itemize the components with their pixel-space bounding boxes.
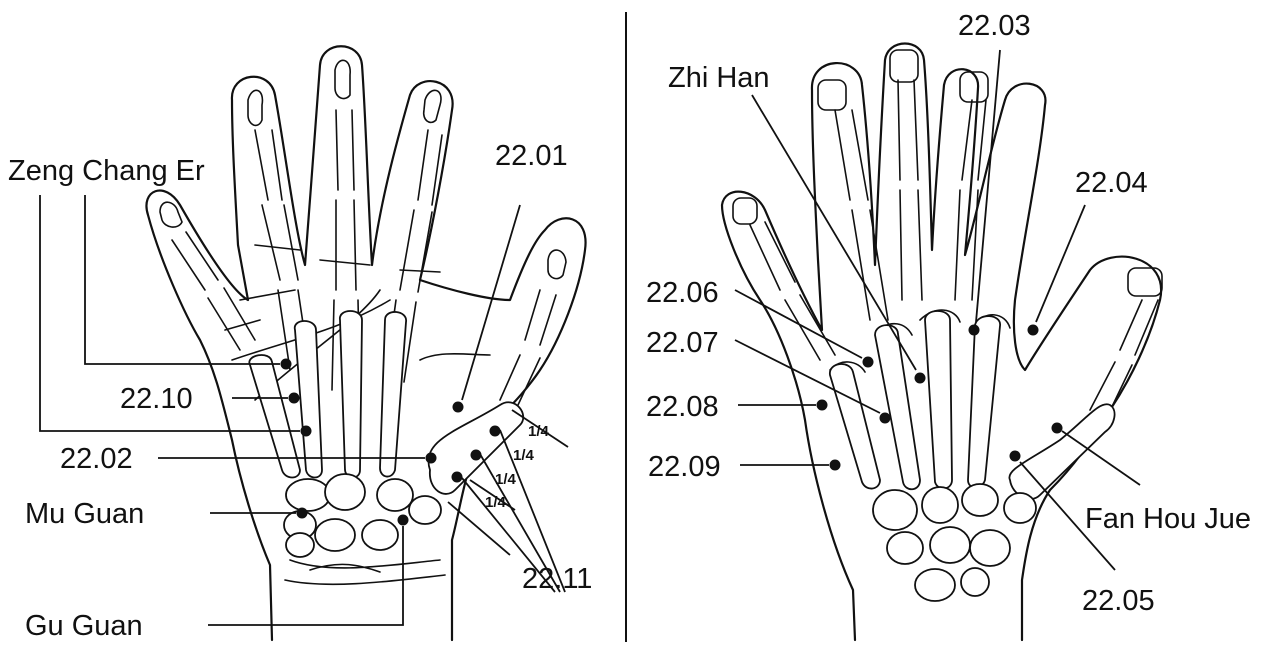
fraction-1: 1/4 (528, 423, 550, 440)
point-22-08 (817, 400, 828, 411)
label-zeng-chang-er: Zeng Chang Er (8, 155, 205, 187)
point-zhi-han (915, 373, 926, 384)
point-22-10 (289, 393, 300, 404)
point-mu-guan (297, 508, 308, 519)
right-metacarpals (830, 311, 1115, 499)
nail-index (248, 90, 262, 125)
label-22-11: 22.11 (522, 563, 592, 595)
point-22-06 (863, 357, 874, 368)
point-fan-hou-jue (1052, 423, 1063, 434)
point-22-09 (830, 460, 841, 471)
left-hand: Zeng Chang Er 22.10 22.02 22.01 Mu Guan … (8, 46, 592, 642)
point-gu-guan (398, 515, 409, 526)
point-22-07 (880, 413, 891, 424)
fraction-4: 1/4 (485, 494, 507, 511)
label-mu-guan: Mu Guan (25, 498, 144, 530)
point-22-04 (1028, 325, 1039, 336)
label-22-02: 22.02 (60, 443, 133, 475)
fraction-2: 1/4 (513, 447, 535, 464)
left-carpals (284, 474, 445, 584)
right-carpals (873, 484, 1036, 601)
label-22-09: 22.09 (648, 451, 721, 483)
right-finger-bones (750, 80, 1158, 415)
nail-little (160, 202, 182, 227)
nail-thumb (548, 250, 566, 279)
label-22-03: 22.03 (958, 10, 1031, 42)
right-hand: Zhi Han 22.03 22.04 22.06 22.07 22.08 22… (646, 10, 1251, 640)
label-22-05: 22.05 (1082, 585, 1155, 617)
label-22-08: 22.08 (646, 391, 719, 423)
point-22-11-c (452, 472, 463, 483)
left-metacarpals (249, 311, 523, 494)
fraction-3: 1/4 (495, 471, 517, 488)
point-22-05 (1010, 451, 1021, 462)
point-22-11-a (490, 426, 501, 437)
point-zeng-chang-er (281, 359, 292, 370)
label-fan-hou-jue: Fan Hou Jue (1085, 503, 1251, 535)
label-22-01: 22.01 (495, 140, 568, 172)
point-22-03 (969, 325, 980, 336)
label-gu-guan: Gu Guan (25, 610, 143, 642)
label-22-06: 22.06 (646, 277, 719, 309)
point-22-02 (426, 453, 437, 464)
label-zhi-han: Zhi Han (668, 62, 770, 94)
point-22-02-a (301, 426, 312, 437)
nail-middle (335, 60, 350, 98)
left-hand-outline (146, 46, 585, 640)
label-22-07: 22.07 (646, 327, 719, 359)
nail-ring (424, 90, 441, 122)
point-22-01 (453, 402, 464, 413)
label-22-10: 22.10 (120, 383, 193, 415)
label-22-04: 22.04 (1075, 167, 1148, 199)
